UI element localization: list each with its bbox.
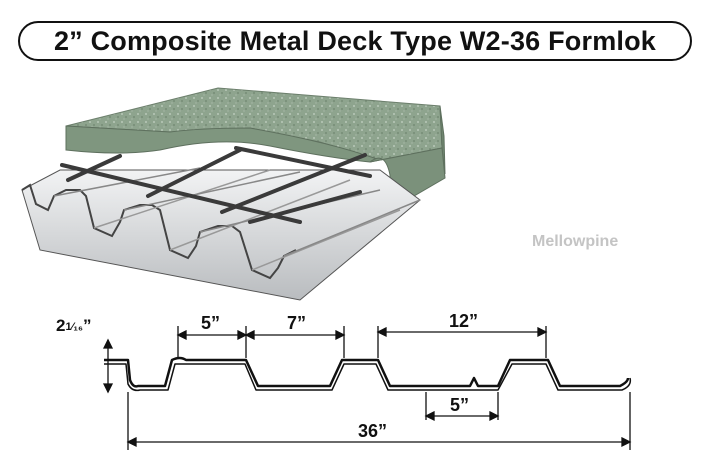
- depth-label: 21⁄₁₆”: [56, 316, 91, 335]
- concrete-slab: [65, 87, 446, 211]
- deck-profile-section: [104, 356, 632, 392]
- dimension-lines: [102, 326, 632, 450]
- pitch-label: 12”: [449, 311, 478, 331]
- coverage-label: 36”: [358, 421, 387, 441]
- bottom-flange-label: 5”: [450, 395, 469, 415]
- diagram-title: 2” Composite Metal Deck Type W2-36 Forml…: [18, 21, 692, 61]
- top-flange-label: 5”: [201, 313, 220, 333]
- metal-deck: [21, 167, 421, 301]
- rebar-mesh: [60, 146, 372, 224]
- watermark: Mellowpine: [532, 233, 619, 250]
- top-gap-label: 7”: [287, 313, 306, 333]
